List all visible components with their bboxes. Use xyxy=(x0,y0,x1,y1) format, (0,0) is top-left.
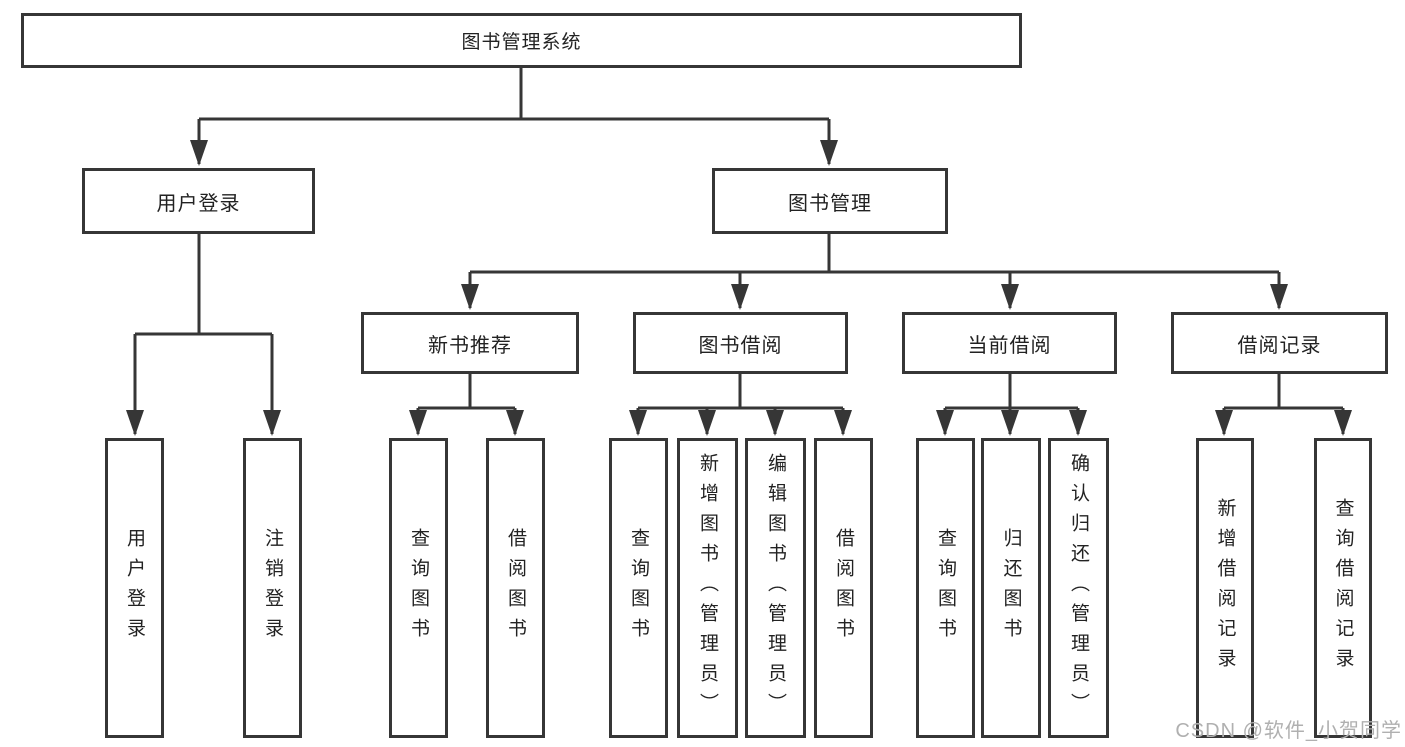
leaf-borrow-books-1: 借阅图书 xyxy=(486,438,545,738)
leaf-label: 新增借阅记录 xyxy=(1214,498,1236,678)
leaf-label: 借阅图书 xyxy=(505,528,526,648)
leaf-query-books-3: 查询图书 xyxy=(916,438,975,738)
leaf-user-login: 用户登录 xyxy=(105,438,164,738)
leaf-return-book: 归还图书 xyxy=(981,438,1041,738)
node-book-management-system: 图书管理系统 xyxy=(21,13,1022,68)
node-book-borrow: 图书借阅 xyxy=(633,312,848,374)
leaf-query-books-1: 查询图书 xyxy=(389,438,448,738)
leaf-label: 新增图书（管理员） xyxy=(697,453,718,723)
leaf-query-books-2: 查询图书 xyxy=(609,438,668,738)
leaf-add-borrow-record: 新增借阅记录 xyxy=(1196,438,1254,738)
leaf-confirm-return-admin: 确认归还（管理员） xyxy=(1048,438,1109,738)
node-current-borrow: 当前借阅 xyxy=(902,312,1117,374)
leaf-borrow-books-2: 借阅图书 xyxy=(814,438,873,738)
leaf-query-borrow-record: 查询借阅记录 xyxy=(1314,438,1372,738)
leaf-label: 查询图书 xyxy=(628,528,649,648)
leaf-add-book-admin: 新增图书（管理员） xyxy=(677,438,738,738)
leaf-label: 用户登录 xyxy=(124,528,145,648)
leaf-logout-login: 注销登录 xyxy=(243,438,302,738)
node-book-management: 图书管理 xyxy=(712,168,948,234)
leaf-label: 查询借阅记录 xyxy=(1332,498,1354,678)
leaf-label: 注销登录 xyxy=(262,528,283,648)
leaf-label: 编辑图书（管理员） xyxy=(765,453,786,723)
csdn-watermark: CSDN @软件_小贺同学 xyxy=(1175,720,1402,742)
leaf-label: 查询图书 xyxy=(408,528,429,648)
leaf-label: 确认归还（管理员） xyxy=(1068,453,1089,723)
leaf-label: 借阅图书 xyxy=(833,528,854,648)
leaf-label: 查询图书 xyxy=(935,528,956,648)
node-user-login: 用户登录 xyxy=(82,168,315,234)
leaf-label: 归还图书 xyxy=(1000,528,1022,648)
node-new-book-recommend: 新书推荐 xyxy=(361,312,579,374)
leaf-edit-book-admin: 编辑图书（管理员） xyxy=(745,438,806,738)
node-borrow-records: 借阅记录 xyxy=(1171,312,1388,374)
